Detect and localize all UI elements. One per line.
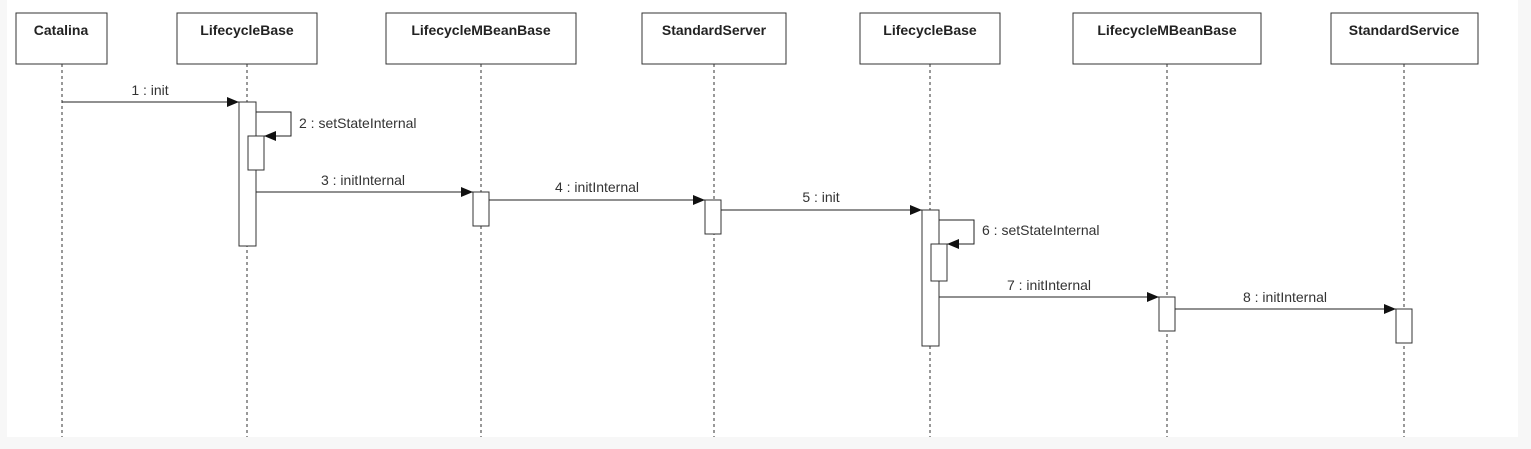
lifeline-lifecyclembeanbase-2-title: LifecycleMBeanBase: [1097, 22, 1237, 38]
message-1[interactable]: 1 : init: [62, 82, 239, 107]
message-5-label: 5 : init: [802, 189, 839, 205]
lifeline-lifecyclebase-2: LifecycleBase: [859, 12, 1001, 437]
lifeline-lifecyclembeanbase-1-box[interactable]: [385, 12, 577, 65]
lifeline-standardserver-box[interactable]: [641, 12, 787, 65]
message-4[interactable]: 4 : initInternal: [489, 179, 705, 205]
message-8[interactable]: 8 : initInternal: [1175, 289, 1396, 314]
message-6-label: 6 : setStateInternal: [982, 222, 1100, 238]
message-4-label: 4 : initInternal: [555, 179, 639, 195]
lifeline-lifecyclembeanbase-1: LifecycleMBeanBase: [385, 12, 577, 437]
activation-standardserver: [704, 199, 722, 235]
lifeline-standardserver: StandardServer: [641, 12, 787, 437]
activation-lifecyclebase-2-nested: [930, 243, 948, 282]
message-8-label: 8 : initInternal: [1243, 289, 1327, 305]
activation-lifecyclebase-1: [238, 101, 257, 247]
lifeline-lifecyclebase-1: LifecycleBase: [176, 12, 318, 437]
message-3-label: 3 : initInternal: [321, 172, 405, 188]
message-7[interactable]: 7 : initInternal: [939, 277, 1159, 302]
message-2-arrow: [256, 111, 292, 141]
activation-lifecyclebase-1-nested: [247, 135, 265, 171]
message-5[interactable]: 5 : init: [721, 189, 922, 215]
message-2-label: 2 : setStateInternal: [299, 115, 417, 131]
lifeline-lifecyclebase-1-box[interactable]: [176, 12, 318, 65]
lifeline-lifecyclebase-2-title: LifecycleBase: [883, 22, 977, 38]
lifeline-catalina: Catalina: [15, 12, 108, 437]
lifeline-lifecyclebase-2-box[interactable]: [859, 12, 1001, 65]
lifeline-standardservice-box[interactable]: [1330, 12, 1479, 65]
lifeline-lifecyclembeanbase-1-title: LifecycleMBeanBase: [411, 22, 551, 38]
lifeline-lifecyclebase-1-title: LifecycleBase: [200, 22, 294, 38]
lifeline-standardserver-title: StandardServer: [662, 22, 767, 38]
lifeline-catalina-box[interactable]: [15, 12, 108, 65]
message-2[interactable]: 2 : setStateInternal: [256, 111, 417, 141]
lifeline-standardservice-title: StandardService: [1349, 22, 1460, 38]
message-6-arrow: [939, 219, 975, 249]
activation-standardservice: [1395, 308, 1413, 344]
lifeline-catalina-title: Catalina: [34, 22, 89, 38]
message-3[interactable]: 3 : initInternal: [256, 172, 473, 197]
lifeline-lifecyclembeanbase-2: LifecycleMBeanBase: [1072, 12, 1262, 437]
message-7-label: 7 : initInternal: [1007, 277, 1091, 293]
lifeline-lifecyclembeanbase-2-box[interactable]: [1072, 12, 1262, 65]
activation-lifecyclembeanbase-1: [472, 191, 490, 227]
message-6[interactable]: 6 : setStateInternal: [939, 219, 1100, 249]
lifeline-standardservice: StandardService: [1330, 12, 1479, 437]
message-1-label: 1 : init: [131, 82, 168, 98]
activation-lifecyclembeanbase-2: [1158, 296, 1176, 332]
diagram-canvas: [7, 0, 1518, 437]
